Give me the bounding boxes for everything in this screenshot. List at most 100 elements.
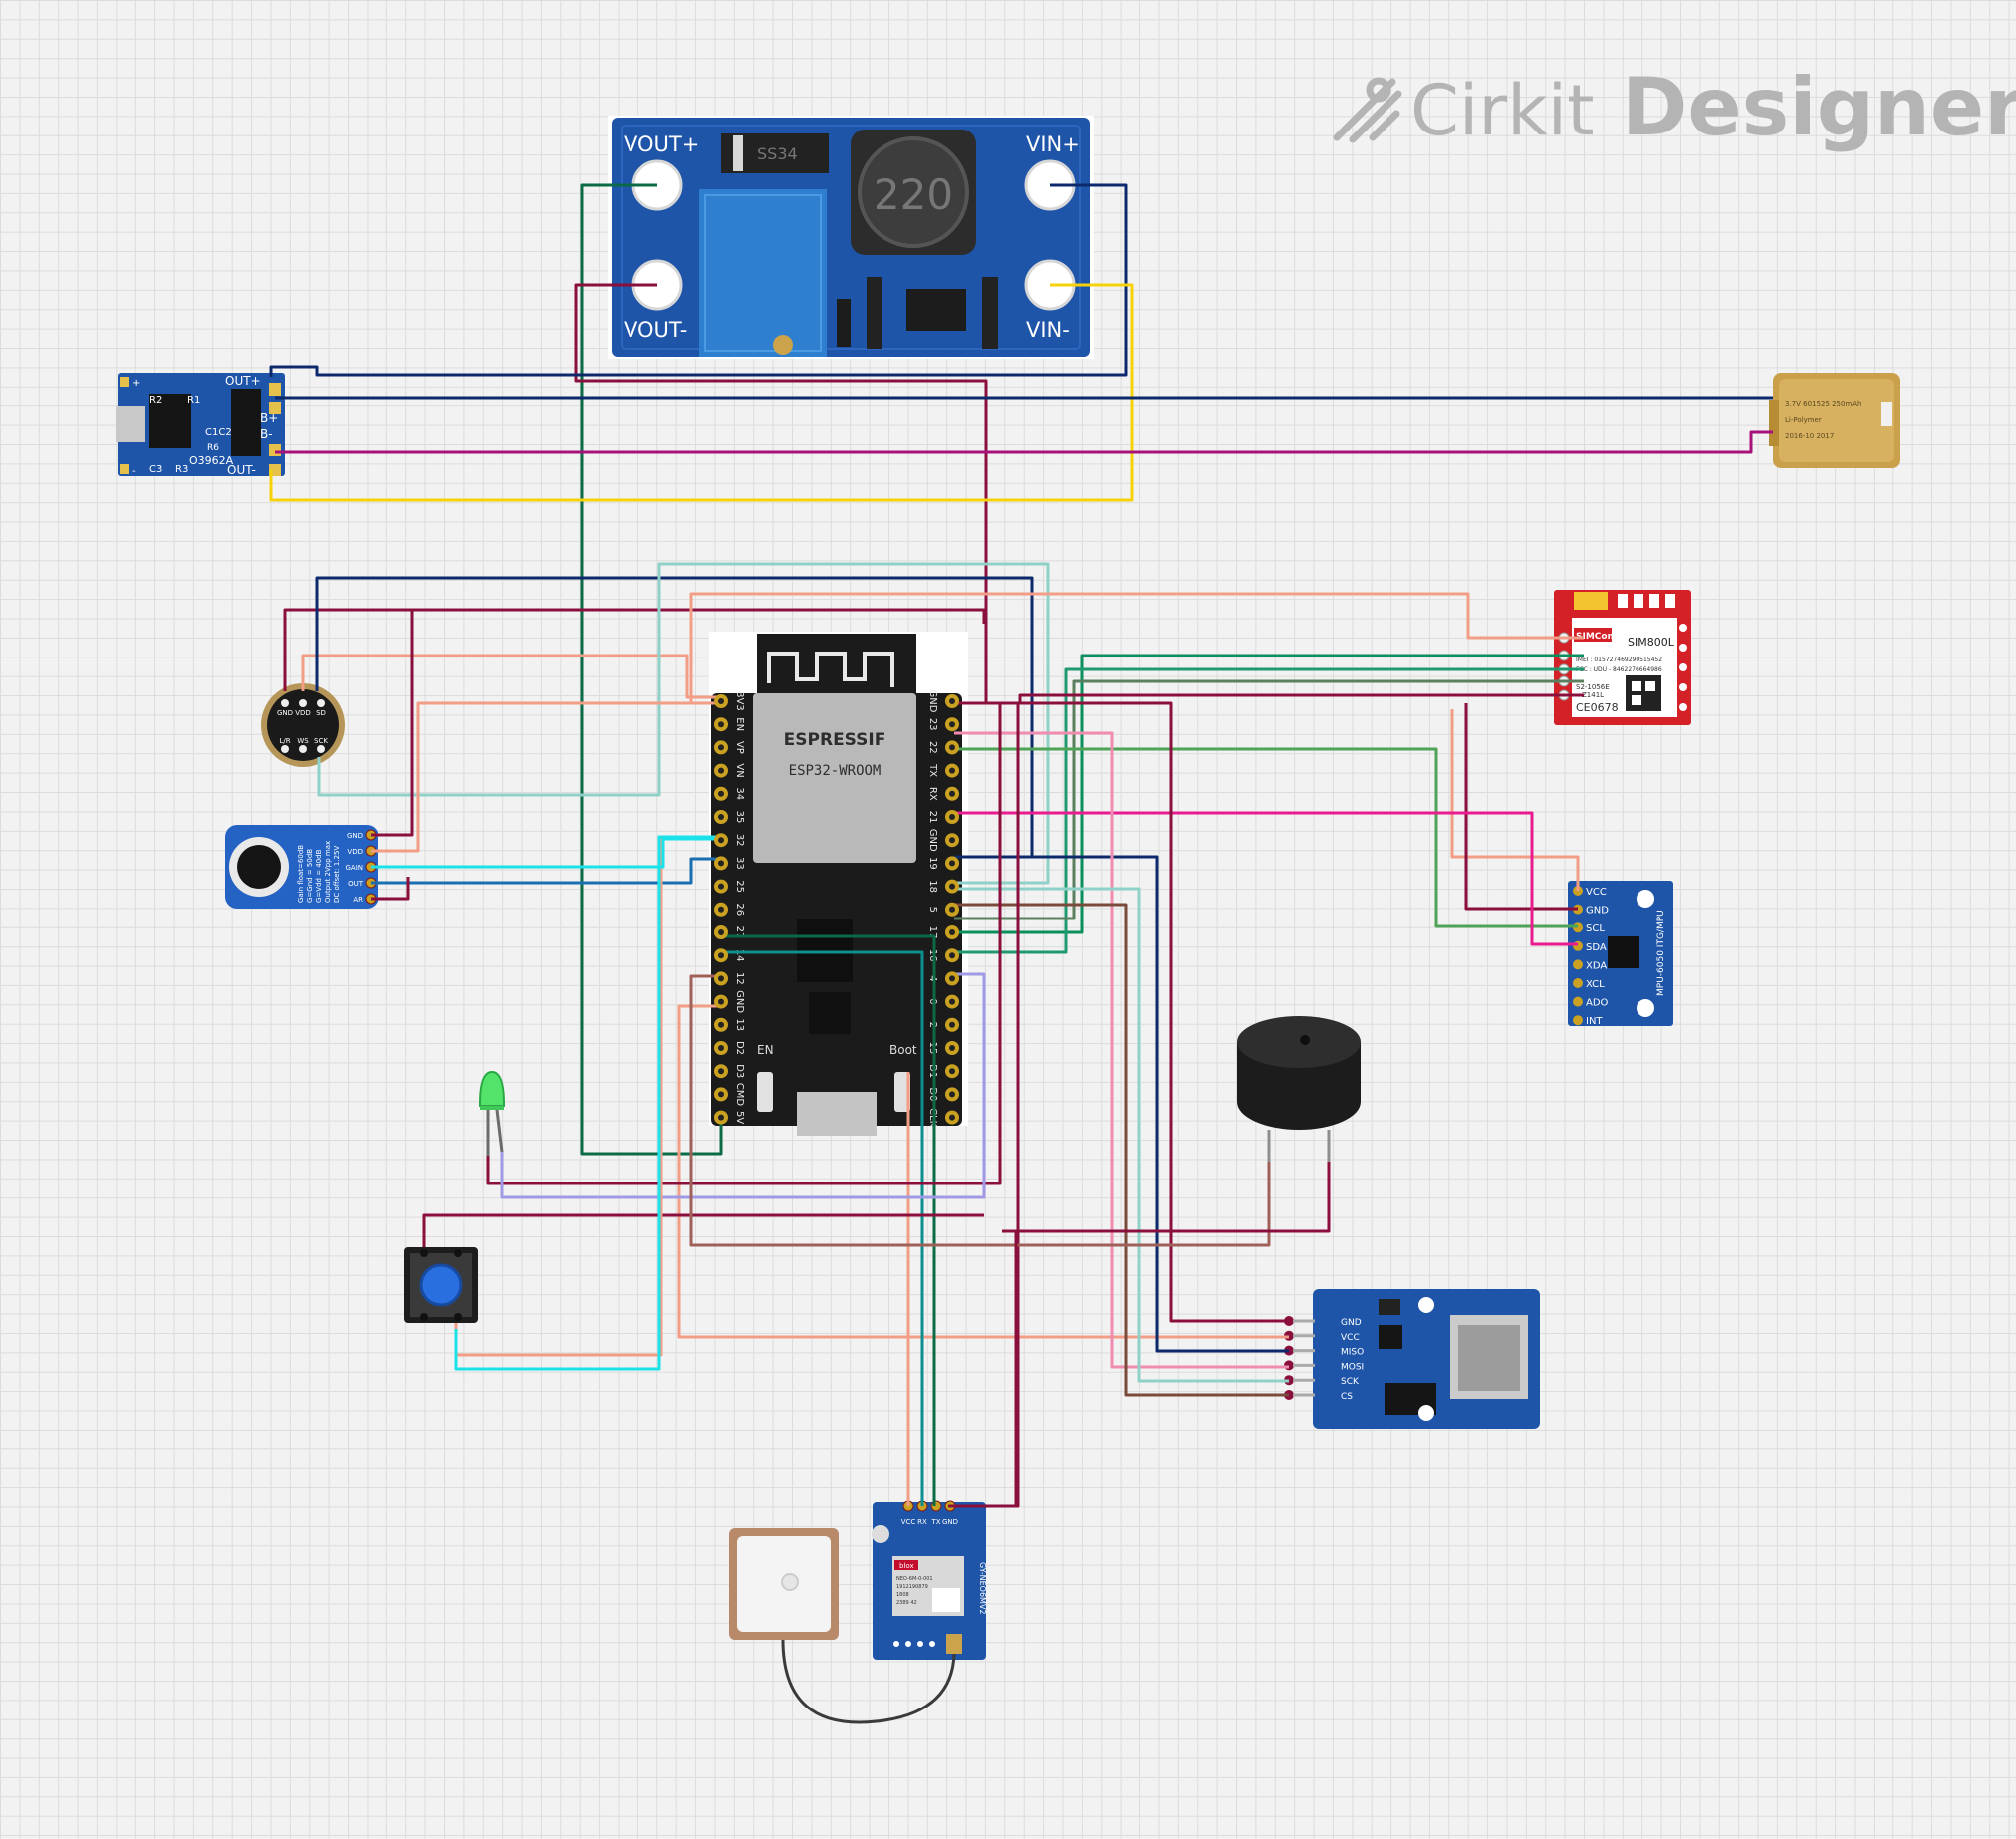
esp32-pin-hole xyxy=(718,698,724,704)
b-plus-label: B+ xyxy=(260,411,278,425)
sd-pin-MOSI[interactable] xyxy=(1284,1360,1294,1371)
esp32-pin-hole xyxy=(718,975,724,982)
i2s-pin-label: WS xyxy=(297,737,309,745)
charger-r3-label: R3 xyxy=(175,464,188,475)
wire-mpu-sda xyxy=(954,811,1578,946)
i2s-pin-VDD[interactable] xyxy=(299,699,307,707)
esp32-pin-label: 12 xyxy=(734,972,745,985)
wire-sd-sck xyxy=(954,887,1289,1383)
charger-r6-label: R6 xyxy=(207,443,219,453)
esp32-pin-hole xyxy=(949,975,955,982)
i2s-pin-GND[interactable] xyxy=(281,699,289,707)
charger-r1-label: R1 xyxy=(187,395,200,406)
esp32-pin-hole xyxy=(718,744,724,751)
mpu-pin-ADO[interactable] xyxy=(1573,996,1583,1007)
charger-module[interactable]: + - R2 R1 C1C2 C3 R3 R6 OUT+ B+ B- OUT- … xyxy=(116,373,285,477)
esp32-pin-label: TX xyxy=(927,763,938,777)
potentiometer[interactable] xyxy=(699,189,827,357)
esp32-pin-label: 5 xyxy=(927,907,938,913)
charger-c3-label: C3 xyxy=(149,464,162,475)
esp32-pin-label: GND xyxy=(927,829,938,852)
esp32-pin-hole xyxy=(949,698,955,704)
gps-antenna[interactable] xyxy=(729,1528,839,1640)
boot-button[interactable] xyxy=(894,1072,910,1112)
i2s-pin-SCK[interactable] xyxy=(317,745,325,753)
esp32-board[interactable]: ESPRESSIF ESP32-WROOM EN Boot 3V3ENVPVN3… xyxy=(709,632,968,1136)
mpu-pin-label: GND xyxy=(1586,906,1609,917)
esp32-pin-label: 21 xyxy=(927,811,938,824)
gps-pin-label: VCC xyxy=(901,1518,916,1526)
amp-note: Output 2Vpp max xyxy=(324,841,332,903)
esp32-pin-hole xyxy=(718,721,724,728)
esp32-pin-hole xyxy=(718,883,724,890)
amp-note: Gain float=60dB xyxy=(297,845,305,903)
vout-plus-label: VOUT+ xyxy=(624,132,699,156)
esp32-left-pin-header: 3V3ENVPVN343532332526271412GND13D2D3CMD5… xyxy=(734,691,745,1124)
esp32-pin-hole xyxy=(718,837,724,844)
esp32-pin-hole xyxy=(718,998,724,1005)
lipo-battery[interactable]: 3.7V 601525 250mAh Li-Polymer 2016-10 20… xyxy=(1769,373,1900,468)
boost-converter[interactable]: SS34 220 VOUT+ VOUT- VIN+ VIN- xyxy=(608,116,1094,359)
esp32-pin-hole xyxy=(949,837,955,844)
push-button[interactable] xyxy=(404,1247,478,1323)
wire-vout-plus xyxy=(580,183,723,1156)
esp32-pin-hole xyxy=(718,767,724,774)
pencil-logo-icon xyxy=(1333,77,1402,143)
esp32-pin-label: VN xyxy=(734,763,745,777)
amp-note: DC offset: 1.25V xyxy=(333,846,341,903)
wire-sd-gnd xyxy=(958,701,1289,1323)
wire-gnd-bus xyxy=(283,608,986,691)
amp-pin-label: OUT xyxy=(348,880,364,888)
sd-pin-label: SCK xyxy=(1341,1377,1360,1387)
esp32-pin-hole xyxy=(949,952,955,959)
mpu-pin-SDA[interactable] xyxy=(1573,940,1583,951)
en-label: EN xyxy=(757,1043,774,1057)
sim-code-label: S2-1056E xyxy=(1576,683,1610,691)
esp32-pin-hole xyxy=(718,1045,724,1051)
buzzer[interactable] xyxy=(1237,1016,1361,1162)
gps-chip-brand: blox xyxy=(899,1562,914,1570)
gps-module[interactable]: blox NEO-6M-0-001 1912190879 1808 2389 4… xyxy=(872,1500,987,1660)
cirkit-designer-logo: Cirkit Designer xyxy=(1333,61,2016,153)
vout-minus-label: VOUT- xyxy=(624,318,687,342)
wire-sd-cs xyxy=(954,903,1289,1397)
en-button[interactable] xyxy=(757,1072,773,1112)
inductor-label: 220 xyxy=(874,170,953,219)
mpu-pin-label: XCL xyxy=(1586,979,1605,990)
imei-label: IMEI : 015727469290515452 xyxy=(1576,657,1662,663)
mpu-pin-XCL[interactable] xyxy=(1573,978,1583,988)
esp32-pin-hole xyxy=(718,906,724,913)
esp32-pin-label: 14 xyxy=(734,949,745,962)
i2s-pin-L/R[interactable] xyxy=(281,745,289,753)
esp32-pin-label: 13 xyxy=(734,1018,745,1031)
esp32-pin-hole xyxy=(949,906,955,913)
sim-hole xyxy=(1679,624,1687,632)
esp32-pin-hole xyxy=(949,998,955,1005)
qr-code xyxy=(1626,675,1661,711)
i2s-pin-label: L/R xyxy=(279,737,290,745)
wire-gps-rx xyxy=(717,950,924,1506)
micro-usb-port xyxy=(797,1092,877,1136)
vin-plus-label: VIN+ xyxy=(1026,132,1080,156)
gps-antenna-cable xyxy=(781,1639,956,1724)
i2s-pin-SD[interactable] xyxy=(317,699,325,707)
esp32-pin-hole xyxy=(718,952,724,959)
mpu-pin-XDA[interactable] xyxy=(1573,959,1583,970)
wire-amp-vdd xyxy=(371,701,717,853)
wire-mpu-gnd xyxy=(1464,703,1578,911)
i2s-pin-WS[interactable] xyxy=(299,745,307,753)
sim800l-module[interactable]: SIMCom SIM800L IMEI : 015727469290515452… xyxy=(1554,590,1691,725)
esp32-pin-hole xyxy=(949,860,955,867)
sd-pin-label: GND xyxy=(1341,1318,1362,1328)
mpu-pin-INT[interactable] xyxy=(1573,1015,1583,1026)
button-cap[interactable] xyxy=(419,1263,463,1307)
green-led[interactable] xyxy=(479,1070,505,1156)
out-minus-label: OUT- xyxy=(227,463,256,477)
mpu-pin-label: SDA xyxy=(1586,942,1607,953)
wire-sd-mosi xyxy=(954,731,1289,1369)
